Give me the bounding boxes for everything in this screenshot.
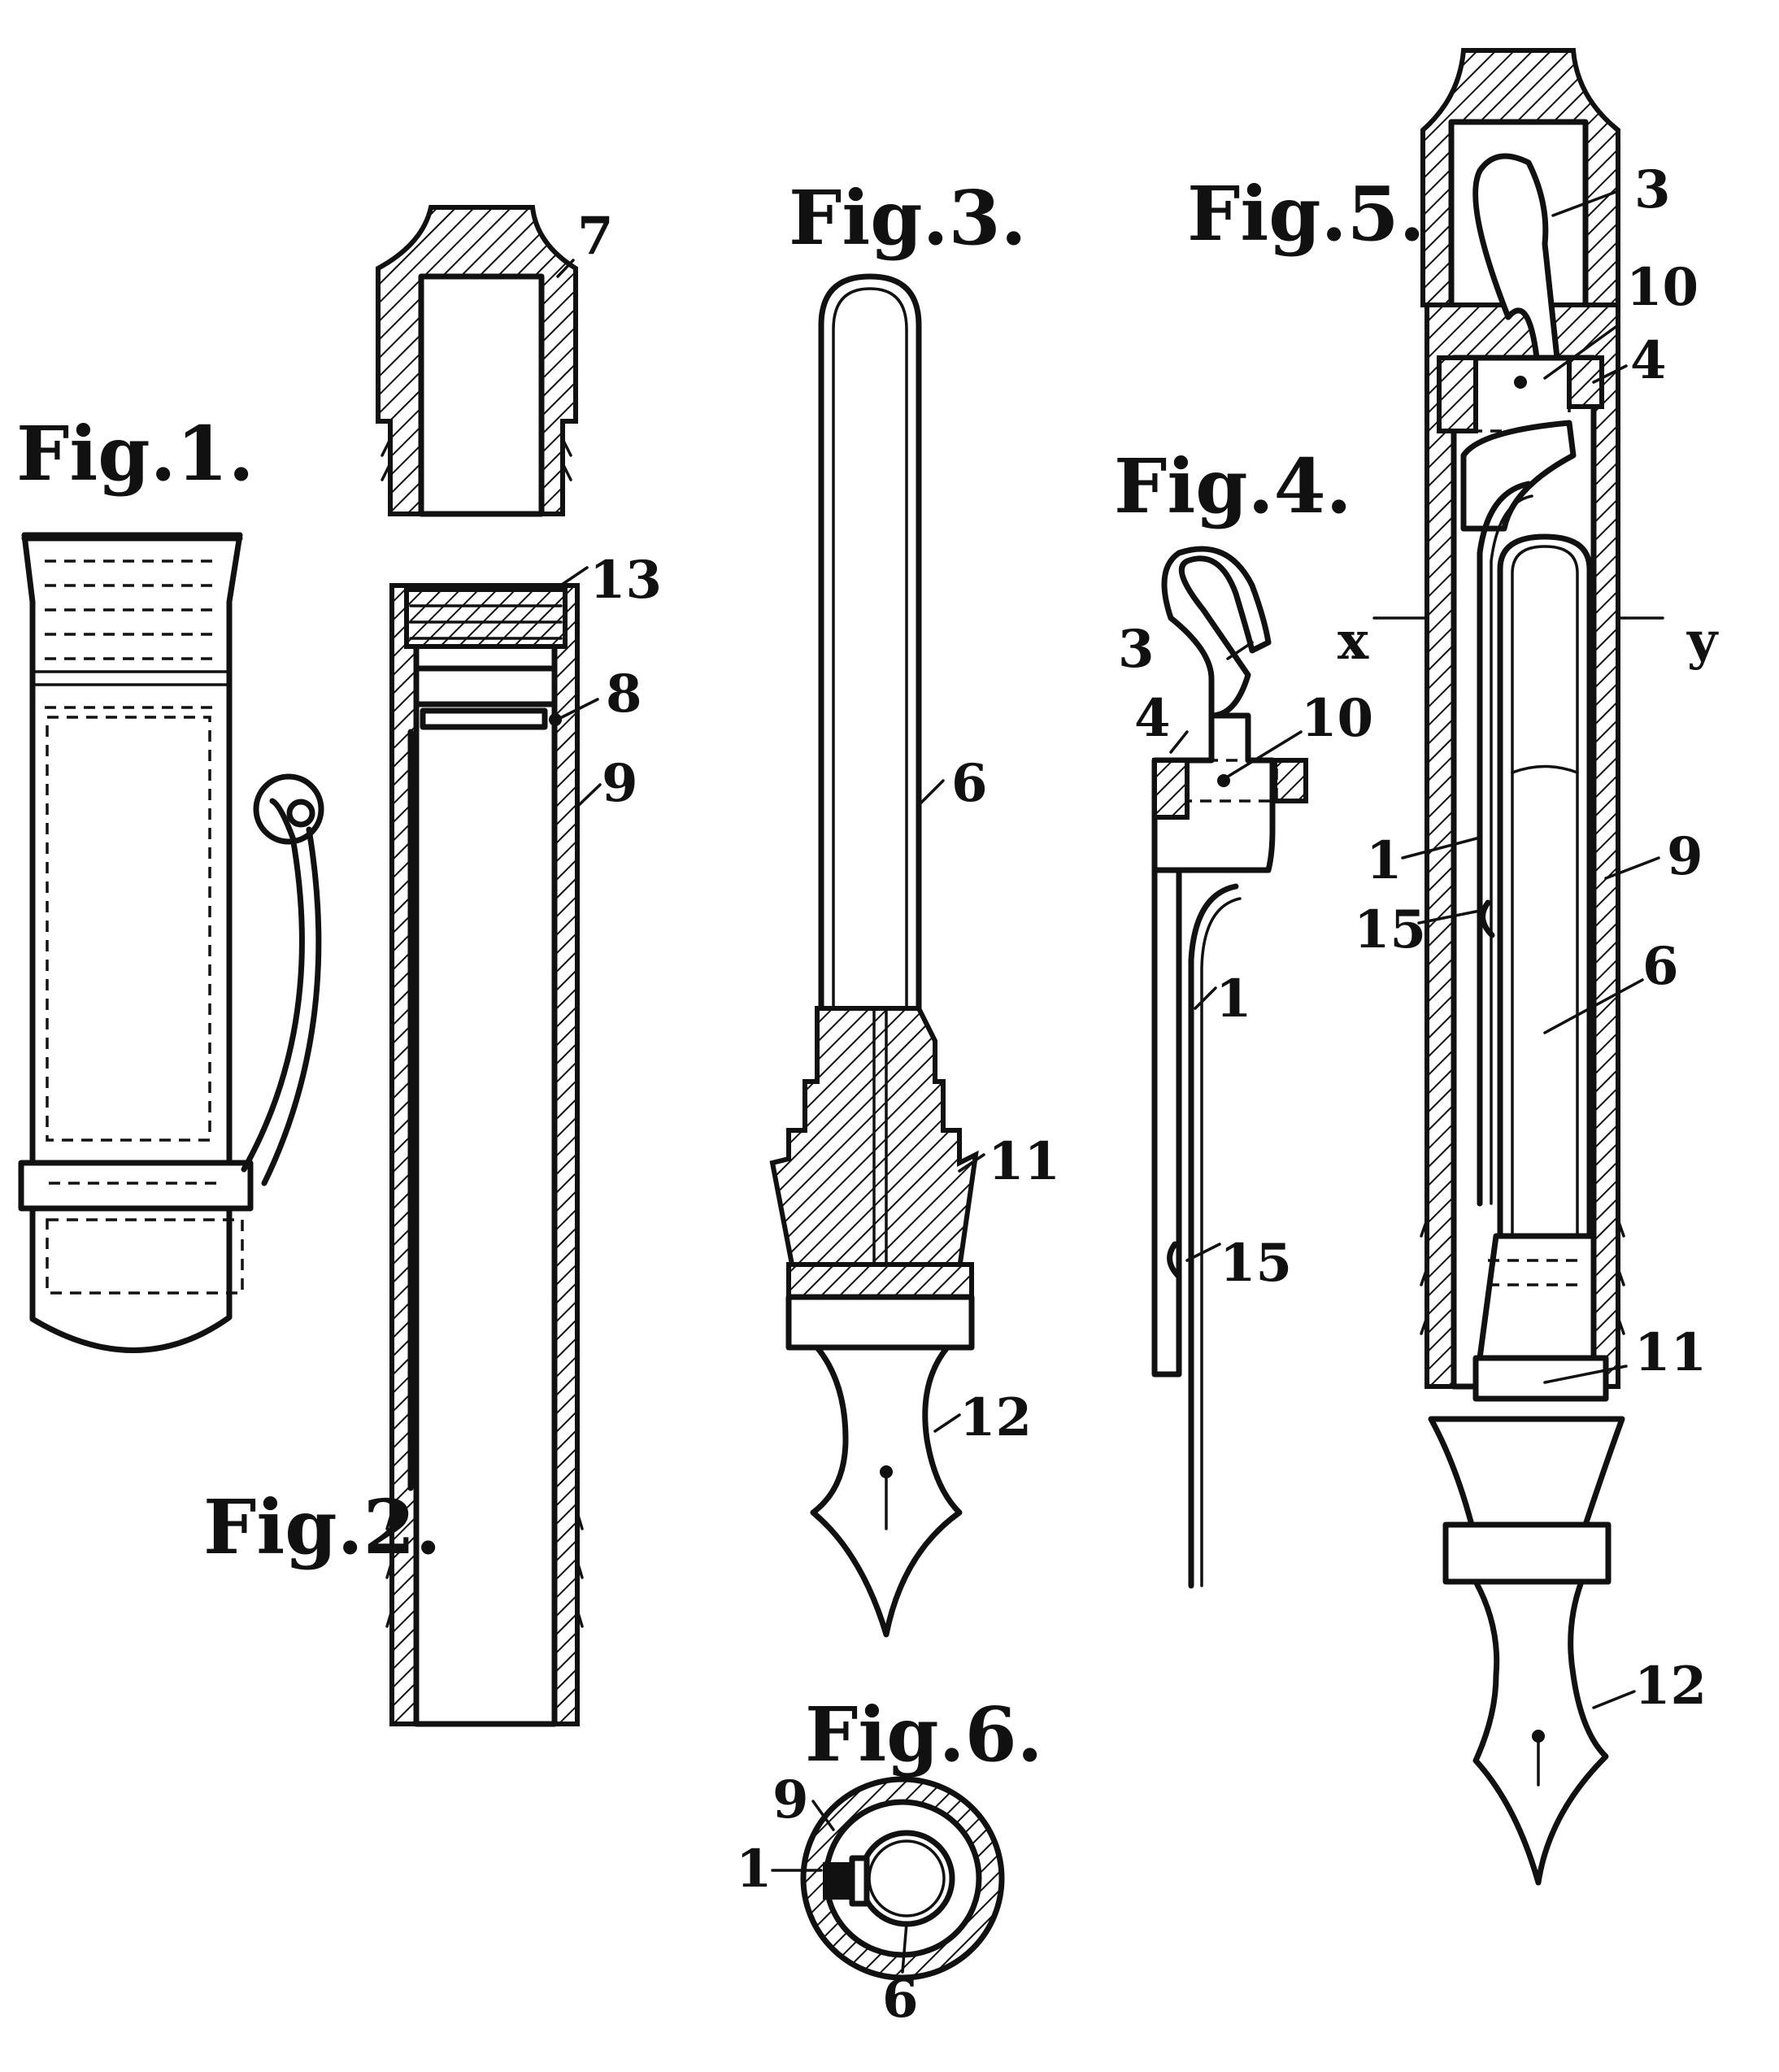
fig3-ref-6: 6 (951, 753, 988, 814)
fig4-label: Fig.4. (1114, 442, 1352, 530)
fig4-ref-10: 10 (1301, 688, 1373, 749)
fig6-ref-9: 9 (772, 1769, 809, 1830)
fig5-ref-6: 6 (1642, 936, 1679, 997)
fig5-ref-12: 12 (1634, 1656, 1707, 1717)
fig3-sack-feed-nib: 6 11 12 Fig.3. (769, 174, 1060, 1638)
fig5-ref-3: 3 (1634, 159, 1671, 220)
fig3-ref-11: 11 (988, 1131, 1060, 1192)
fig4-ref-3: 3 (1118, 619, 1155, 680)
fig4-ref-4: 4 (1134, 688, 1171, 749)
fig2-cap-and-barrel: 7 13 8 9 Fig.2. (203, 205, 662, 1727)
fig5-ref-15: 15 (1354, 899, 1426, 960)
fig3-ref-12: 12 (959, 1387, 1032, 1448)
fig5-ref-1: 1 (1366, 830, 1403, 891)
fig4-ref-1: 1 (1216, 969, 1252, 1029)
fig5-ref-9: 9 (1667, 826, 1703, 887)
fig6-ref-1: 1 (736, 1839, 772, 1900)
fig2-ref-7: 7 (577, 206, 614, 267)
fig2-ref-8: 8 (606, 664, 642, 725)
fig5-assembled-section: 3 10 4 x y 1 15 9 6 11 12 Fig.5. (1187, 48, 1719, 1886)
fig2-label: Fig.2. (203, 1483, 441, 1571)
fig1-label: Fig.1. (16, 410, 254, 498)
fig5-ref-11: 11 (1634, 1322, 1707, 1383)
fig5-ref-y: y (1686, 611, 1719, 672)
fig4-lever-assembly: 3 4 10 1 15 Fig.4. (1114, 442, 1373, 1589)
fig5-ref-10: 10 (1626, 257, 1699, 318)
fig3-label: Fig.3. (789, 174, 1027, 262)
fig5-ref-4: 4 (1630, 330, 1667, 391)
fig6-ref-6: 6 (882, 1969, 919, 2030)
fig6-label: Fig.6. (805, 1691, 1043, 1778)
fig6-cross-section: 9 1 6 Fig.6. (736, 1691, 1043, 2030)
fig5-ref-x: x (1338, 611, 1369, 672)
fig5-label: Fig.5. (1187, 170, 1425, 258)
fig2-ref-13: 13 (589, 550, 662, 611)
fig2-ref-9: 9 (602, 753, 638, 814)
fig4-ref-15: 15 (1220, 1233, 1292, 1294)
fig1-pen-exterior: Fig.1. (16, 410, 324, 1353)
